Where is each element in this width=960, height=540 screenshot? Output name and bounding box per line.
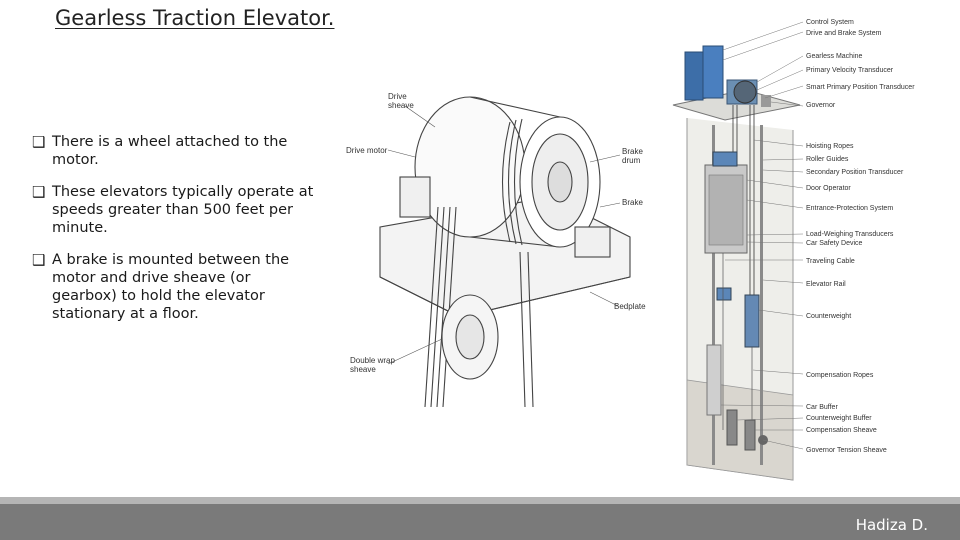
elevator-component-labels: Control System Drive and Brake System Ge… [806, 19, 915, 454]
bullet-text: A brake is mounted between the motor and… [52, 252, 290, 322]
elevator-cutaway-illustration: Control System Drive and Brake System Ge… [672, 19, 915, 481]
label-drive-brake-system: Drive and Brake System [806, 30, 882, 37]
bullet-item: ❑ These elevators typically operate at s… [32, 183, 318, 237]
label-compensation-ropes: Compensation Ropes [806, 372, 874, 379]
label-governor: Governor [806, 102, 836, 109]
bullet-item: ❑ There is a wheel attached to the motor… [32, 133, 318, 169]
label-brake: Brake [622, 198, 643, 207]
label-smart-primary-position-transducer: Smart Primary Position Transducer [806, 84, 915, 91]
label-elevator-rail: Elevator Rail [806, 281, 846, 288]
checkbox-bullet-icon: ❑ [32, 251, 46, 269]
footer-bar: Hadiza D. [0, 497, 960, 540]
label-traveling-cable: Traveling Cable [806, 258, 855, 265]
label-door-operator: Door Operator [806, 185, 851, 192]
label-primary-velocity-transducer: Primary Velocity Transducer [806, 67, 894, 74]
checkbox-bullet-icon: ❑ [32, 183, 46, 201]
label-control-system: Control System [806, 19, 854, 26]
label-roller-guides: Roller Guides [806, 156, 849, 163]
label-counterweight: Counterweight [806, 313, 851, 320]
label-drive-motor: Drive motor [346, 146, 388, 155]
bullet-text: These elevators typically operate at spe… [52, 184, 314, 236]
label-entrance-protection-system: Entrance-Protection System [806, 205, 893, 212]
label-load-weighing-transducers: Load-Weighing Transducers [806, 231, 894, 238]
author-name: Hadiza D. [855, 516, 928, 534]
label-car-buffer: Car Buffer [806, 404, 838, 411]
bullet-item: ❑ A brake is mounted between the motor a… [32, 251, 318, 323]
slide-title: Gearless Traction Elevator. [55, 6, 335, 30]
checkbox-bullet-icon: ❑ [32, 133, 46, 151]
label-governor-tension-sheave: Governor Tension Sheave [806, 447, 887, 454]
label-gearless-machine: Gearless Machine [806, 53, 863, 60]
label-car-safety-device: Car Safety Device [806, 240, 863, 247]
bullet-list: ❑ There is a wheel attached to the motor… [32, 133, 318, 337]
label-bedplate: Bedplate [614, 302, 646, 311]
bullet-text: There is a wheel attached to the motor. [52, 134, 288, 168]
elevator-system-diagram: Control System Drive and Brake System Ge… [665, 10, 960, 492]
label-secondary-position-transducer: Secondary Position Transducer [806, 169, 904, 176]
label-compensation-sheave: Compensation Sheave [806, 427, 877, 434]
label-counterweight-buffer: Counterweight Buffer [806, 415, 872, 422]
label-hoisting-ropes: Hoisting Ropes [806, 143, 854, 150]
